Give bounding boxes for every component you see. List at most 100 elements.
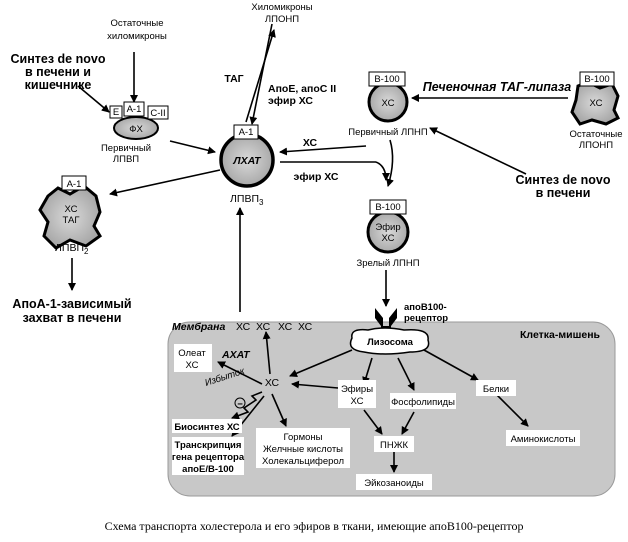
lcat-apo-a1: A-1 <box>239 127 254 138</box>
hormones-box <box>256 428 350 468</box>
denovo-gut-line2: в печени и <box>25 65 91 79</box>
arrow-esters-to-xc <box>291 380 339 389</box>
arrow-lyso-to-proteins <box>423 349 479 381</box>
denovo-gut-line3: кишечнике <box>25 78 92 92</box>
denovo-liver-line2: в печени <box>536 186 591 200</box>
ester-xc-arrow-label: эфир ХС <box>294 171 339 183</box>
oleate-box <box>174 344 212 372</box>
hdl3-caption: ЛПВП3 <box>230 193 264 207</box>
arrows <box>68 23 568 473</box>
biosynthesis-label: Биосинтез ХС <box>174 422 239 433</box>
hormones-line3: Холекальциферол <box>262 456 344 467</box>
apoa1-uptake-line1: АпоА-1-зависимый <box>12 297 131 311</box>
hormones-line2: Желчные кислоты <box>263 444 343 455</box>
pufa-label: ПНЖК <box>380 440 408 451</box>
xc-center-label: ХС <box>265 377 280 389</box>
mature-ldl-core-1: Эфир <box>375 222 400 233</box>
phospholipids-box <box>390 393 456 409</box>
membrane-xc-3: ХС <box>278 321 293 333</box>
lcat-core-label: ЛХАТ <box>232 155 262 167</box>
remnant-vldl-caption1: Остаточные <box>569 129 622 140</box>
arrow-inhibit-biosynthesis <box>231 391 263 420</box>
primary-hdl-particle <box>109 101 169 140</box>
transcription-line1: Транскрипция <box>175 440 242 451</box>
arrow-xc-to-membrane <box>262 331 271 375</box>
chylo-remnants-line2: хиломикроны <box>107 31 167 42</box>
arrow-ester-to-mature <box>375 161 390 181</box>
receptor-line1: апоВ100- <box>404 302 447 313</box>
hdl2-core-2: ТАГ <box>63 215 80 226</box>
target-cell-label: Клетка-мишень <box>520 329 601 341</box>
arrow-lyso-to-xc <box>289 349 353 377</box>
hdl-primary-caption1: Первичный <box>101 143 151 154</box>
tag-label: ТАГ <box>224 73 243 85</box>
primary-ldl-particle <box>367 71 409 123</box>
amino-acids-label: Аминокислоты <box>511 434 576 445</box>
arrow-lyso-to-phospho <box>397 357 415 391</box>
arrow-hdl-to-lcat <box>169 140 216 155</box>
membrane-xc-2: ХС <box>256 321 271 333</box>
arrow-esters-to-pufa <box>363 409 383 435</box>
hdl-apo-c2: C-II <box>150 108 165 119</box>
hdl-apo-e: E <box>113 107 119 118</box>
oleate-line1: Олеат <box>178 348 206 359</box>
ldl-primary-b100: B-100 <box>374 74 399 85</box>
membrane-xc-4: ХС <box>298 321 313 333</box>
transcription-line2: гена рецептора <box>172 452 245 463</box>
minus-icon <box>234 397 246 409</box>
arrow-xc-to-lcat <box>279 145 367 156</box>
hdl-core-label: ФХ <box>129 124 143 135</box>
remnant-vldl-core: ХС <box>590 98 603 109</box>
hdl2-caption: ЛПВП2 <box>55 242 89 256</box>
arrow-lcat-to-chylo <box>245 29 276 123</box>
lcat-particle <box>219 124 275 188</box>
mature-ldl-particle <box>366 199 410 254</box>
proteins-label: Белки <box>483 384 509 395</box>
arrow-lcat-to-hdl2 <box>109 169 221 197</box>
receptor-line2: рецептор <box>404 313 448 324</box>
arrow-phospho-to-pufa <box>401 411 415 435</box>
mature-ldl-caption: Зрелый ЛПНП <box>356 258 419 269</box>
hepatic-lipase-label: Печеночная ТАГ-липаза <box>423 80 571 94</box>
hdl2-particle <box>38 175 102 250</box>
eicosanoids-label: Эйкозаноиды <box>364 478 424 489</box>
oleate-line2: ХС <box>186 360 199 371</box>
xc-arrow-label: ХС <box>303 137 318 149</box>
ldl-primary-core: ХС <box>382 98 395 109</box>
esters-box <box>338 380 376 408</box>
hdl2-core-1: ХС <box>65 204 78 215</box>
proteins-box <box>476 380 516 396</box>
chylo-vldl-line1: Хиломикроны <box>251 2 312 13</box>
transcription-line3: апоЕ/В-100 <box>182 464 234 475</box>
arrow-proteins-to-amino <box>495 393 529 427</box>
apoa1-uptake-line2: захват в печени <box>23 311 122 325</box>
arrow-chylo-to-lcat <box>249 23 273 125</box>
apoe-label-2: эфир ХС <box>268 95 313 107</box>
biosynthesis-box <box>172 419 242 433</box>
eicosanoids-box <box>356 474 432 490</box>
chylo-remnants-line1: Остаточные <box>110 18 163 29</box>
arrow-denovo-to-hdl <box>77 85 110 113</box>
apoe-label-1: АпоЕ, апоС II <box>268 83 336 95</box>
arrow-xc-to-oleate <box>217 361 263 385</box>
esters-line2: ХС <box>351 396 364 407</box>
amino-box <box>506 430 580 446</box>
acat-label: АХАТ <box>221 349 251 361</box>
hdl-apo-a1: A-1 <box>127 104 142 115</box>
pufa-box <box>374 436 414 452</box>
chylo-vldl-line2: ЛПОНП <box>265 14 299 25</box>
minus-sign: − <box>237 399 243 410</box>
lysosome-shape <box>349 327 430 355</box>
figure-caption: Схема транспорта холестерола и его эфиро… <box>105 519 524 533</box>
hormones-line1: Гормоны <box>284 432 323 443</box>
remnant-vldl-particle <box>570 71 621 126</box>
ldl-primary-caption: Первичный ЛПНП <box>348 127 428 138</box>
receptor-icon <box>375 308 397 330</box>
membrane-label: Мембрана <box>172 321 225 333</box>
hdl-primary-caption2: ЛПВП <box>113 154 139 165</box>
membrane-xc-1: ХС <box>236 321 251 333</box>
transcription-box <box>172 437 244 475</box>
remnant-vldl-b100: B-100 <box>584 74 609 85</box>
